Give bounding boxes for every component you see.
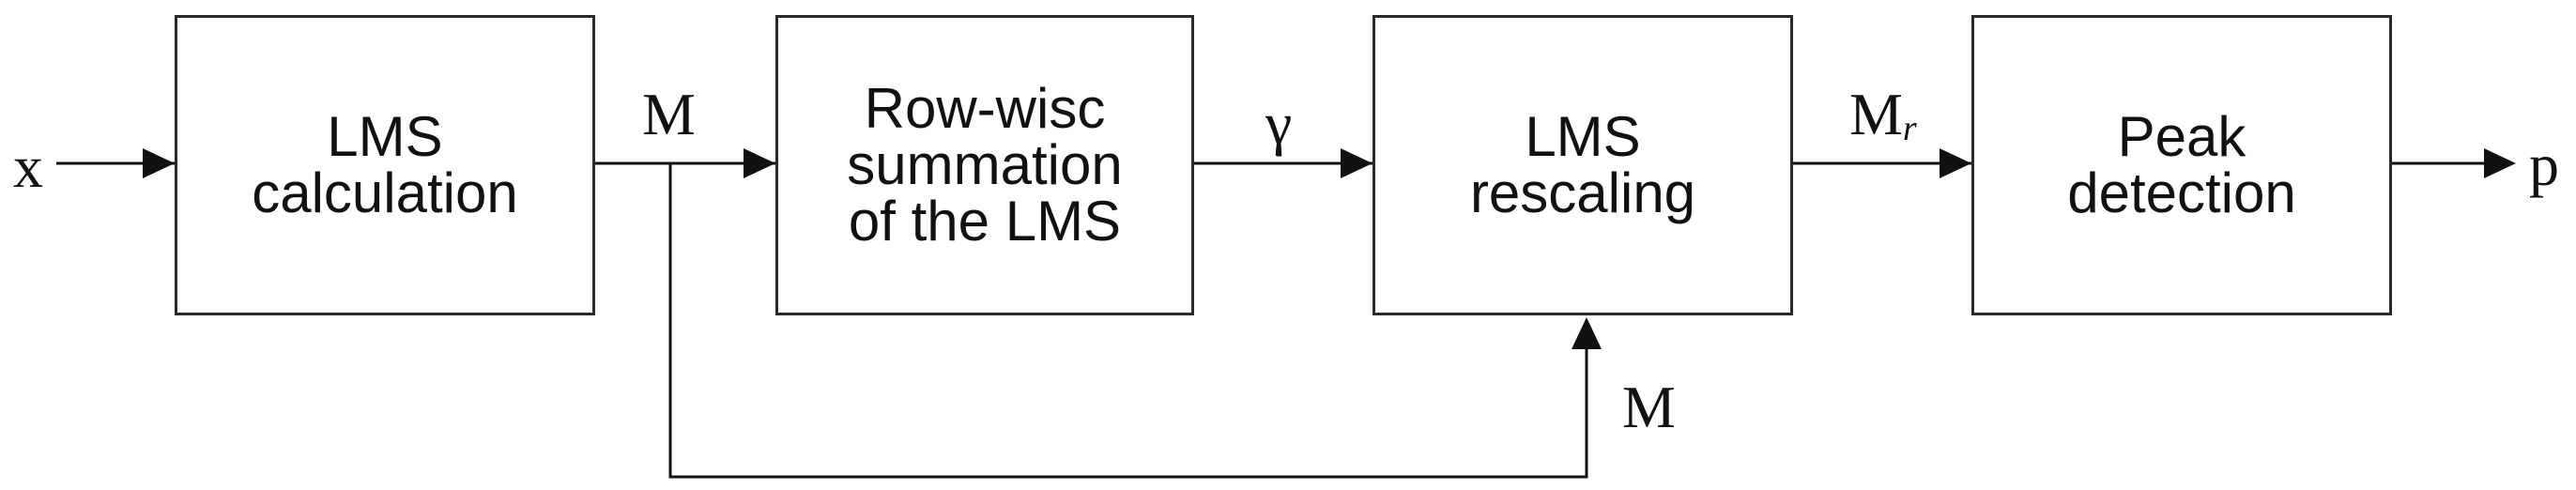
output-signal-p: p (2529, 131, 2559, 198)
feedback-line-m (668, 163, 1588, 479)
row-wise-summation-label: Row-wisc summation of the LMS (847, 77, 1123, 253)
signal-m-r-main: M (1849, 81, 1903, 147)
lms-calculation-label: LMS calculation (252, 105, 518, 224)
arrowhead-m (744, 148, 775, 178)
signal-gamma: γ (1265, 90, 1293, 157)
arrowhead-feedback (1572, 317, 1602, 349)
arrowhead-p (2484, 148, 2516, 178)
signal-m-top: M (642, 81, 696, 147)
peak-detection-label: Peak detection (2067, 105, 2296, 224)
lms-rescaling-label: LMS rescaling (1469, 105, 1696, 224)
signal-m-bottom: M (1622, 374, 1676, 440)
arrowhead-x (143, 148, 175, 178)
peak-detection-block: Peak detection (1971, 15, 2392, 315)
lms-rescaling-block: LMS rescaling (1372, 15, 1793, 315)
arrowhead-gamma (1341, 148, 1372, 178)
row-wise-summation-block: Row-wisc summation of the LMS (775, 15, 1194, 315)
lms-calculation-block: LMS calculation (175, 15, 595, 315)
input-signal-x: x (13, 133, 43, 200)
signal-m-r-subscript: r (1902, 109, 1917, 148)
arrowhead-mr (1940, 148, 1971, 178)
signal-m-r: Mr (1849, 81, 1917, 148)
